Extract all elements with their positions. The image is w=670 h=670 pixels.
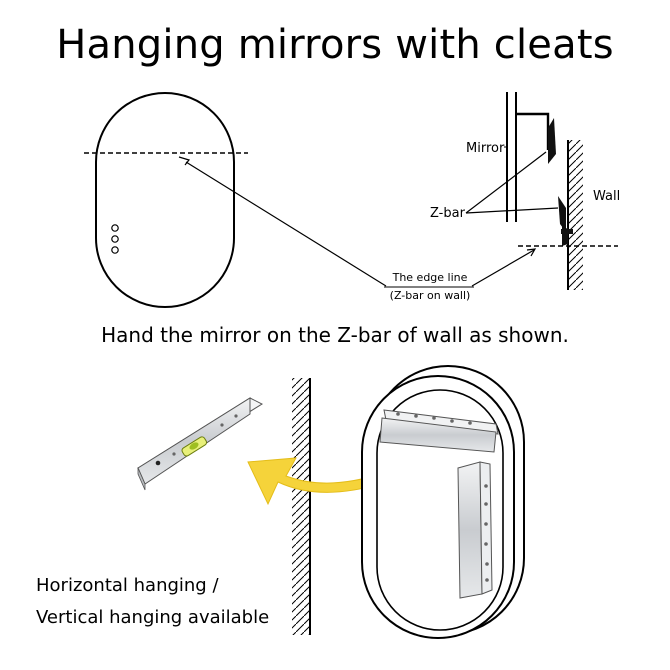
wall-section (292, 378, 311, 635)
mirror-label: Mirror (466, 141, 505, 156)
mounting-hole (111, 246, 119, 254)
side-section-view (465, 92, 618, 290)
edge-line-sublabel: (Z-bar on wall) (390, 289, 471, 302)
edge-line-label: The edge line (392, 271, 468, 284)
instruction-text: Hand the mirror on the Z-bar of wall as … (101, 323, 569, 347)
mounting-hole (111, 235, 119, 243)
vertical-cleat (457, 461, 493, 599)
wall-hatch (569, 140, 583, 290)
wall-zbar-with-level (136, 397, 264, 491)
hang-direction-arrow (247, 457, 393, 506)
hanging-note-line2: Vertical hanging available (36, 607, 270, 628)
mounting-hole (111, 224, 119, 232)
wall-cleat (558, 196, 566, 232)
hanging-note-line1: Horizontal hanging / (36, 575, 219, 596)
mirror-cleat (548, 118, 556, 164)
wall-label: Wall (593, 189, 620, 204)
horizontal-cleat (379, 409, 499, 453)
edge-line-leaders (178, 156, 537, 288)
level-bubble (189, 442, 199, 450)
mirror-back-view (361, 365, 525, 639)
zbar-label: Z-bar (430, 206, 466, 221)
page-title: Hanging mirrors with cleats (56, 22, 614, 68)
mirror-front-view (84, 92, 248, 308)
